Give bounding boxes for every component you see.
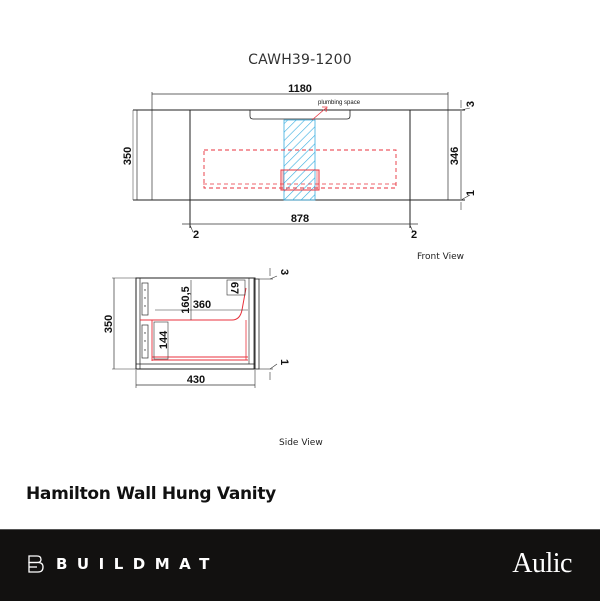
buildmat-wordmark: BUILDMAT — [56, 555, 219, 573]
plumbing-space-label: plumbing space — [318, 100, 361, 106]
dim-height-left: 350 — [122, 147, 134, 165]
dim-drawer-depth: 360 — [193, 299, 211, 311]
dim-inner-width: 878 — [291, 213, 309, 225]
footer-bar: BUILDMAT Aulic — [0, 529, 600, 601]
dim-height-right: 346 — [449, 147, 461, 165]
dim-overall-width: 1180 — [288, 83, 312, 95]
dim-top-offset: 3 — [465, 101, 477, 107]
dim-bottom-offset: 1 — [465, 190, 477, 196]
side-view-label: Side View — [279, 438, 323, 448]
dim-gap-right: 2 — [411, 229, 417, 241]
buildmat-b-icon — [28, 555, 44, 573]
dim-side-depth: 430 — [187, 374, 205, 386]
dim-drawer-top: 160,5 — [180, 286, 192, 314]
side-view: 350 160,5 360 144 67 430 — [103, 268, 290, 388]
aulic-logo: Aulic — [512, 548, 572, 579]
dim-gap-left: 2 — [193, 229, 199, 241]
buildmat-logo: BUILDMAT — [28, 555, 219, 573]
dim-cutout: 67 — [228, 282, 240, 294]
dim-drawer-height: 144 — [158, 330, 170, 349]
model-code: CAWH39-1200 — [248, 52, 352, 68]
dim-side-top-offset: 3 — [278, 269, 290, 275]
technical-drawing: 1180 plumbing space 350 346 3 — [103, 83, 477, 388]
front-view: 1180 plumbing space 350 346 3 — [122, 83, 477, 241]
product-title: Hamilton Wall Hung Vanity — [26, 484, 276, 504]
dim-side-height: 350 — [103, 315, 115, 333]
front-view-label: Front View — [417, 252, 464, 262]
dim-side-bottom-offset: 1 — [278, 359, 290, 365]
